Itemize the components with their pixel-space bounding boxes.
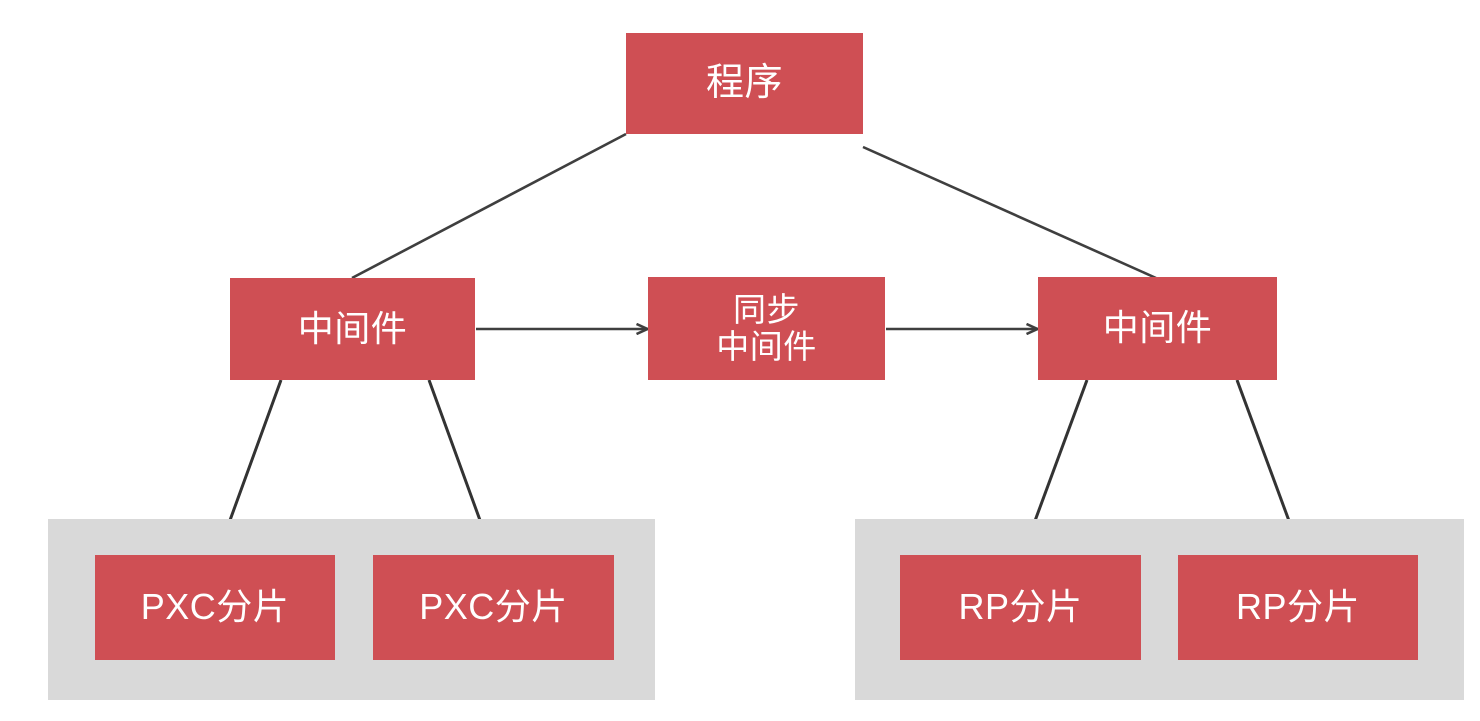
node-sync-middleware-label: 同步 中间件	[716, 290, 817, 365]
node-pxc-shard-2[interactable]: PXC分片	[373, 555, 614, 660]
node-program[interactable]: 程序	[626, 33, 863, 134]
node-rp-shard-2-label: RP分片	[1235, 586, 1360, 628]
node-pxc-shard-1[interactable]: PXC分片	[95, 555, 335, 660]
edge-program-to-middleware-left	[351, 132, 627, 280]
node-rp-shard-2[interactable]: RP分片	[1178, 555, 1418, 660]
node-middleware-right[interactable]: 中间件	[1038, 277, 1277, 380]
node-rp-shard-1[interactable]: RP分片	[900, 555, 1141, 660]
node-sync-middleware[interactable]: 同步 中间件	[648, 277, 885, 380]
edge-program-to-middleware-right	[862, 145, 1157, 280]
node-middleware-left-label: 中间件	[297, 307, 408, 349]
node-middleware-right-label: 中间件	[1102, 307, 1213, 349]
node-rp-shard-1-label: RP分片	[958, 586, 1083, 628]
node-pxc-shard-1-label: PXC分片	[140, 586, 290, 628]
node-program-label: 程序	[705, 62, 783, 105]
node-middleware-left[interactable]: 中间件	[230, 278, 475, 380]
node-pxc-shard-2-label: PXC分片	[419, 586, 568, 628]
